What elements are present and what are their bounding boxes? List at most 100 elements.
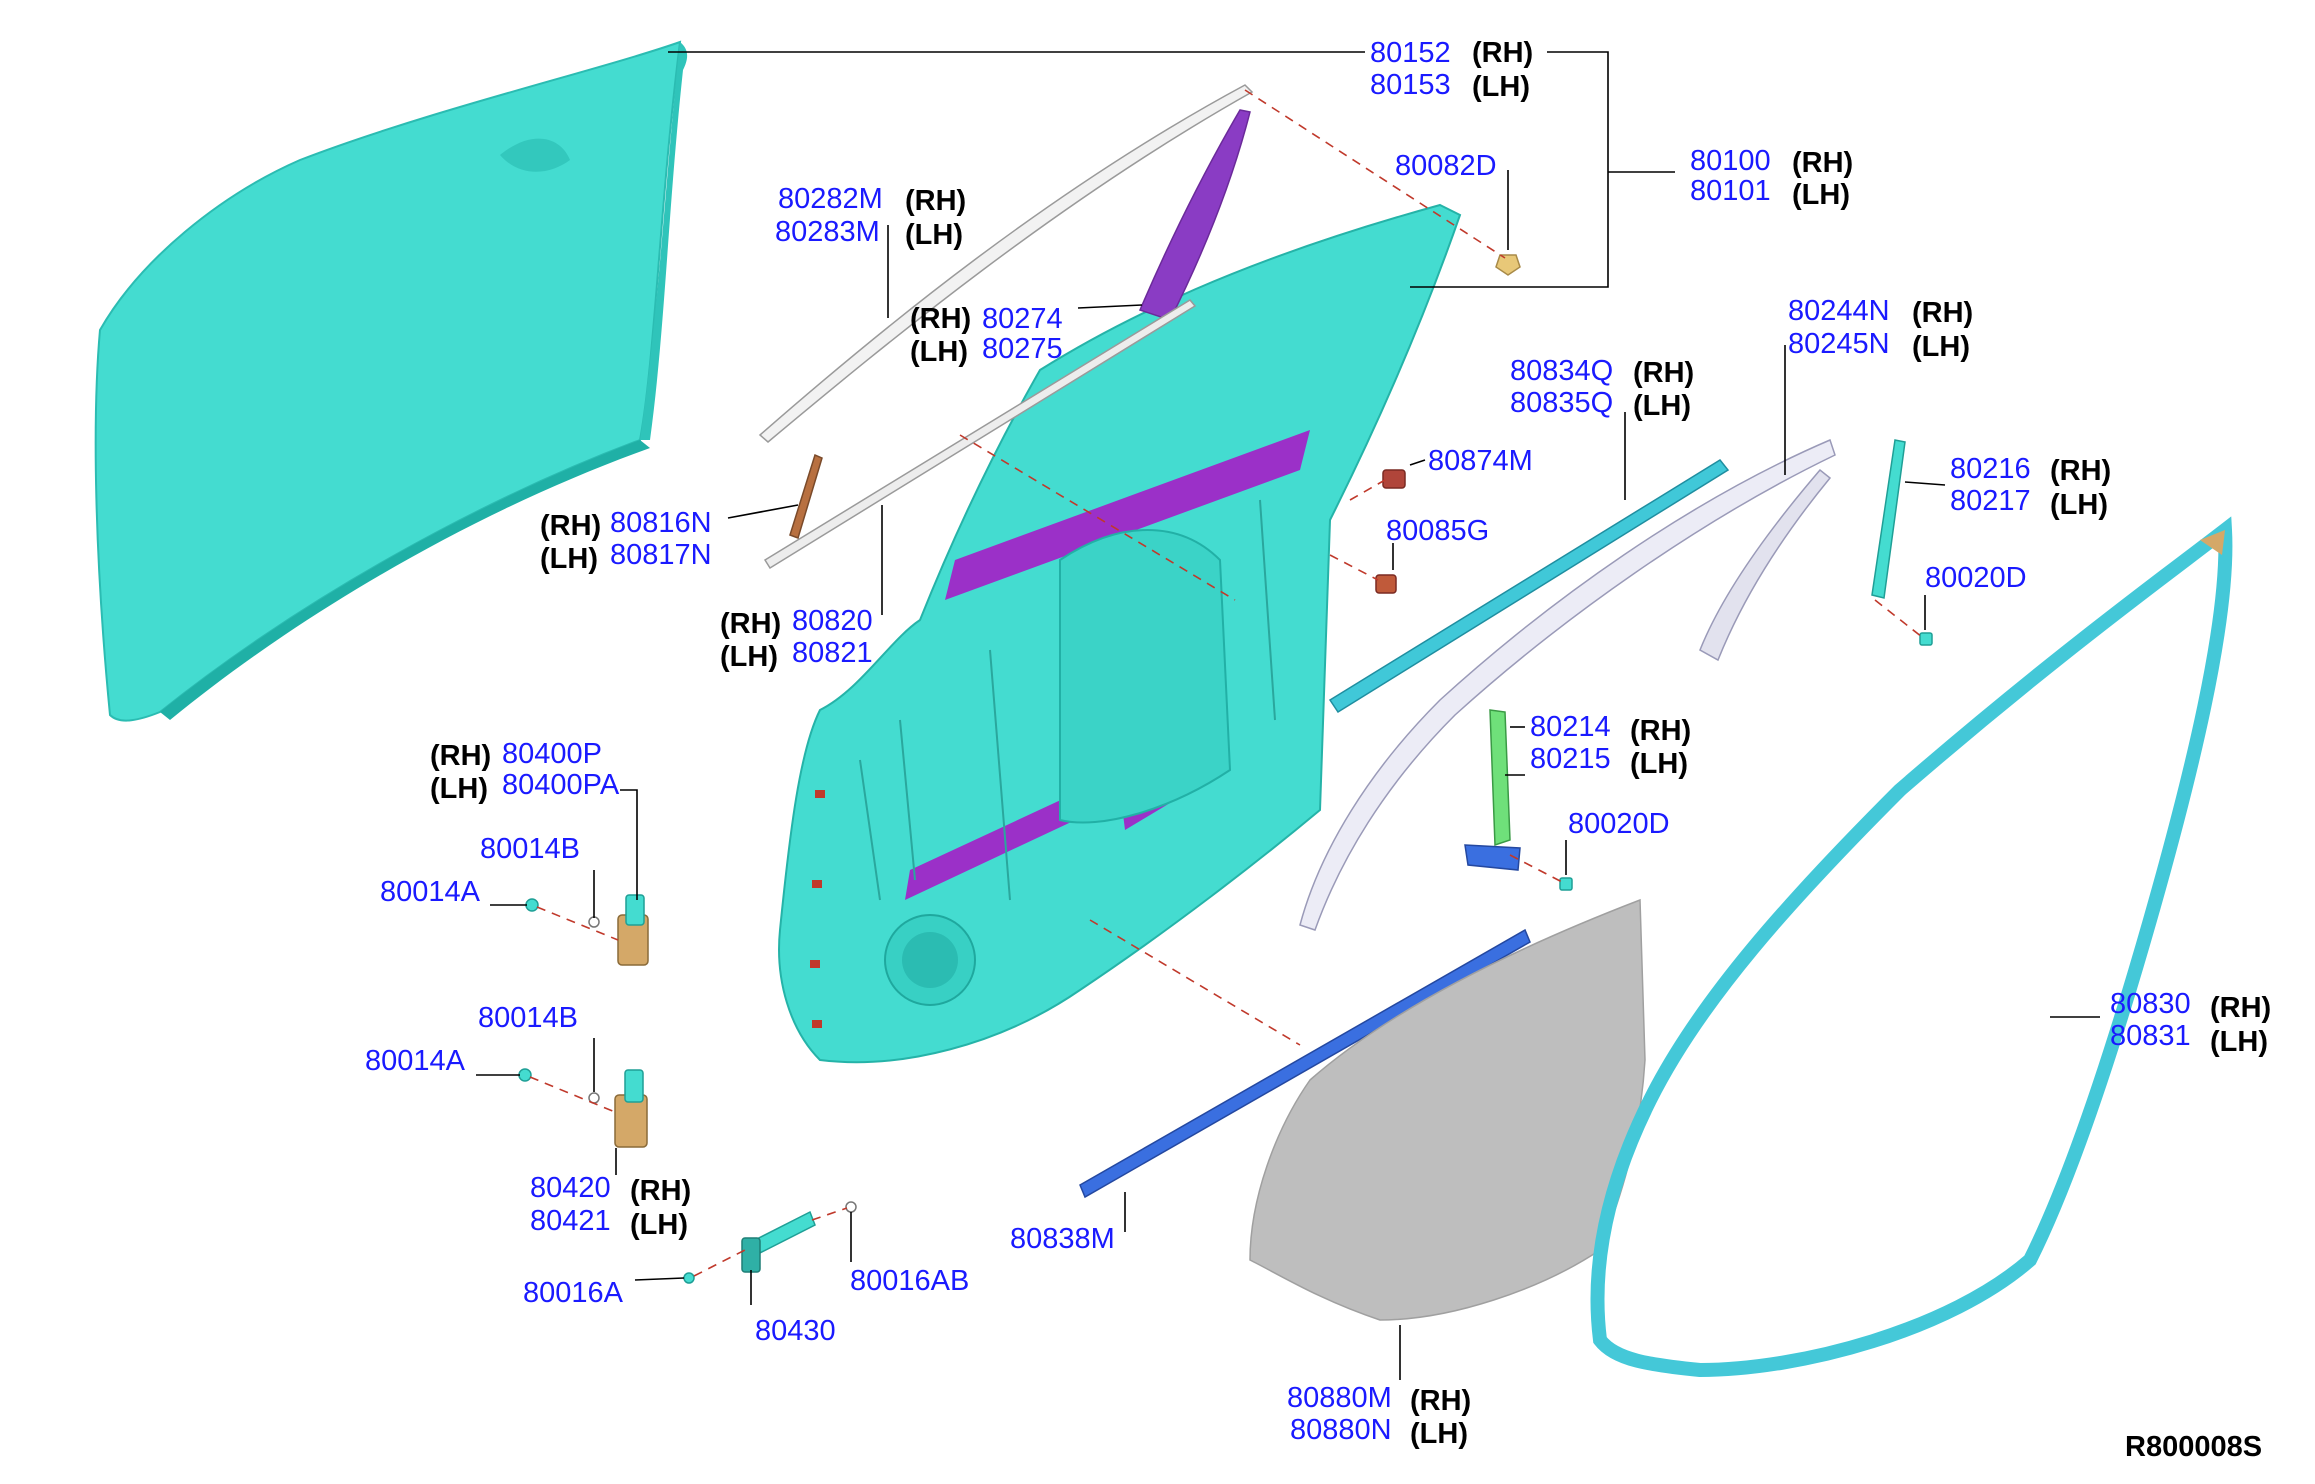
upper-hinge: [525, 894, 649, 966]
side-label: (LH): [630, 1209, 688, 1241]
part-number: 80821: [792, 637, 873, 669]
outer-door-panel: [94, 40, 688, 722]
callout-80830-80831: 80830 (RH) 80831 (LH): [2110, 988, 2271, 1058]
window-frame-molding: [758, 84, 1254, 443]
side-label: (RH): [630, 1175, 691, 1207]
part-number: 80880M: [1287, 1382, 1392, 1414]
part-number: 80014A: [380, 876, 481, 908]
callout-80016ab: 80016AB: [850, 1265, 969, 1297]
part-number: 80014B: [478, 1002, 578, 1034]
part-number: 80274: [982, 303, 1063, 335]
side-label: (RH): [1630, 715, 1691, 747]
part-number: 80283M: [775, 216, 880, 248]
side-label: (LH): [1792, 179, 1850, 211]
callout-80820-80821: (RH) 80820 (LH) 80821: [720, 605, 873, 673]
part-number: 80014A: [365, 1045, 466, 1077]
side-label: (LH): [720, 641, 778, 673]
part-number: 80082D: [1395, 150, 1497, 182]
callout-80244n-80245n: 80244N (RH) 80245N (LH): [1788, 295, 1973, 363]
sash-garnish: [789, 453, 823, 539]
callout-80274-80275: (RH) 80274 (LH) 80275: [910, 303, 1063, 368]
part-number: 80014B: [480, 833, 580, 865]
part-number: 80820: [792, 605, 873, 637]
side-label: (LH): [540, 543, 598, 575]
side-label: (LH): [2210, 1026, 2268, 1058]
callout-80014b-lower: 80014B: [478, 1002, 578, 1034]
part-number: 80214: [1530, 711, 1611, 743]
rear-sash: [1871, 439, 1906, 599]
callout-80874m: 80874M: [1428, 445, 1533, 477]
side-label: (RH): [905, 185, 966, 217]
callout-80816n-80817n: (RH) 80816N (LH) 80817N: [540, 507, 712, 575]
side-label: (RH): [720, 608, 781, 640]
callout-80152-80153: 80152 (RH) 80153 (LH): [1370, 37, 1533, 103]
front-sash: [1489, 709, 1511, 847]
side-label: (RH): [2210, 992, 2271, 1024]
part-number: 80245N: [1788, 328, 1890, 360]
rear-sash-channel: [1699, 468, 1832, 662]
part-number: 80216: [1950, 453, 2031, 485]
side-label: (LH): [2050, 489, 2108, 521]
part-number: 80275: [982, 333, 1063, 365]
callout-80214-80215: 80214 (RH) 80215 (LH): [1530, 711, 1691, 780]
callout-80880m-80880n: 80880M (RH) 80880N (LH): [1287, 1382, 1471, 1450]
side-label: (LH): [1410, 1418, 1468, 1450]
part-number: 80016A: [523, 1277, 624, 1309]
leader-lines: [476, 51, 2100, 1380]
part-number: 80880N: [1290, 1414, 1392, 1446]
side-label: (RH): [540, 510, 601, 542]
dashed-alignment-lines: [529, 89, 1923, 1277]
callout-80834q-80835q: 80834Q (RH) 80835Q (LH): [1510, 355, 1694, 422]
sash-seal: [1299, 438, 1836, 931]
part-number: 80215: [1530, 743, 1611, 775]
door-weatherstrip: [1590, 516, 2233, 1378]
clip-80085g: [1375, 574, 1397, 594]
callout-80430: 80430: [755, 1315, 836, 1347]
clip-80020d-upper: [1919, 632, 1933, 646]
outside-weatherstrip: [763, 299, 1197, 570]
part-number: 80153: [1370, 69, 1451, 101]
part-number: 80834Q: [1510, 355, 1613, 387]
callout-80016a: 80016A: [523, 1277, 624, 1309]
side-label: (LH): [1472, 71, 1530, 103]
callout-80420-80421: 80420 (RH) 80421 (LH): [530, 1172, 691, 1241]
side-label: (RH): [1633, 357, 1694, 389]
lower-hinge: [518, 1068, 648, 1148]
clip-80020d-lower: [1559, 877, 1573, 891]
part-number: 80817N: [610, 539, 712, 571]
callout-80100-80101: 80100 (RH) 80101 (LH): [1690, 145, 1853, 211]
callout-80082d: 80082D: [1395, 150, 1497, 182]
part-number: 80244N: [1788, 295, 1890, 327]
part-number: 80400PA: [502, 769, 620, 801]
part-number: 80420: [530, 1172, 611, 1204]
callout-80838m: 80838M: [1010, 1223, 1115, 1255]
part-number: 80816N: [610, 507, 712, 539]
inner-door-frame: [778, 203, 1462, 1064]
side-label: (RH): [910, 303, 971, 335]
callout-80085g: 80085G: [1386, 515, 1489, 547]
side-label: (LH): [1633, 390, 1691, 422]
callout-80282m-80283m: 80282M (RH) 80283M (LH): [775, 183, 966, 251]
part-number: 80421: [530, 1205, 611, 1237]
part-number: 80831: [2110, 1020, 2191, 1052]
part-number: 80085G: [1386, 515, 1489, 547]
part-number: 80217: [1950, 485, 2031, 517]
callout-80014b-upper: 80014B: [480, 833, 580, 865]
side-label: (RH): [1792, 147, 1853, 179]
part-number: 80020D: [1925, 562, 2027, 594]
side-label: (RH): [1410, 1385, 1471, 1417]
part-number: 80101: [1690, 175, 1771, 207]
side-label: (RH): [1472, 37, 1533, 69]
part-number: 80020D: [1568, 808, 1670, 840]
part-number: 80838M: [1010, 1223, 1115, 1255]
callout-80014a-lower: 80014A: [365, 1045, 466, 1077]
side-label: (LH): [430, 773, 488, 805]
part-number: 80830: [2110, 988, 2191, 1020]
part-number: 80430: [755, 1315, 836, 1347]
clip-80082d: [1495, 254, 1521, 276]
side-label: (RH): [2050, 455, 2111, 487]
front-sash-bracket: [1464, 844, 1521, 871]
side-label: (LH): [905, 219, 963, 251]
part-number: 80152: [1370, 37, 1451, 69]
